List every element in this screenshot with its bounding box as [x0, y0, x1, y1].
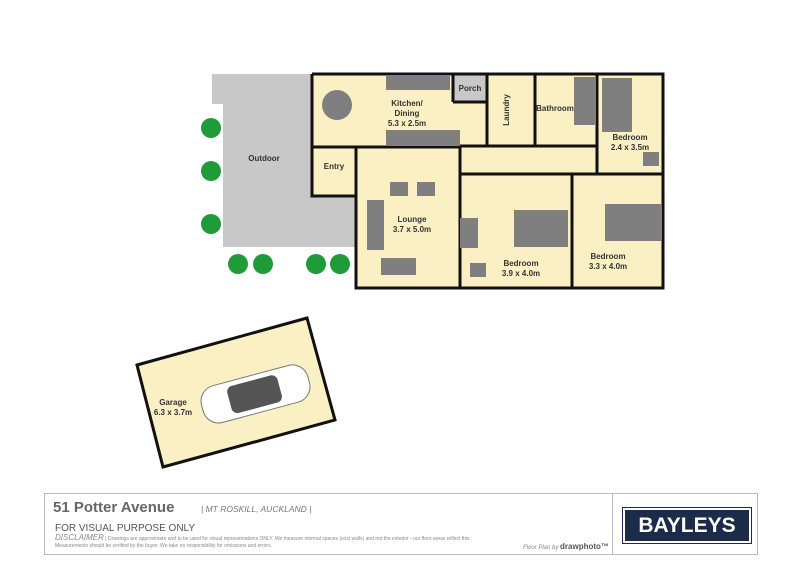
tree-icon: [306, 254, 326, 274]
kitchen-island: [386, 130, 460, 145]
credit-prefix: Floor Plan by: [523, 545, 559, 551]
label-bedroom3-size: 3.3 x 4.0m: [589, 262, 627, 271]
car-icon: [200, 364, 311, 424]
label-bedroom2-size: 3.9 x 4.0m: [502, 269, 540, 278]
sofa: [367, 200, 384, 250]
label-kitchen-2: Dining: [395, 109, 420, 118]
tree-icon: [330, 254, 350, 274]
notice: FOR VISUAL PURPOSE ONLY: [55, 523, 196, 534]
disclaimer-text: | Drawings are approximate and to be use…: [55, 536, 471, 549]
footer-panel: 51 Potter Avenue | MT ROSKILL, AUCKLAND …: [44, 493, 758, 555]
credit-brand: drawphoto™: [560, 542, 609, 551]
label-laundry: Laundry: [502, 94, 511, 126]
hallway: [460, 146, 597, 174]
tree-icon: [201, 214, 221, 234]
fireplace: [460, 218, 478, 248]
bayleys-logo: BAYLEYS: [622, 507, 752, 544]
walls: [310, 72, 665, 290]
trees: [201, 118, 350, 274]
laundry-room: [487, 74, 535, 146]
tree-icon: [201, 161, 221, 181]
bathtub: [574, 77, 595, 125]
label-porch: Porch: [459, 84, 482, 93]
outdoor-strip: [212, 74, 224, 104]
armchair: [643, 152, 659, 166]
armchair: [470, 263, 486, 277]
entry-room: [312, 147, 356, 196]
label-garage-size: 6.3 x 3.7m: [154, 408, 192, 417]
dining-table: [322, 90, 352, 120]
disclaimer-title: DISCLAIMER: [55, 533, 104, 542]
logo-box: BAYLEYS: [612, 494, 758, 554]
armchair: [417, 182, 435, 196]
label-outdoor: Outdoor: [248, 154, 280, 163]
tree-icon: [228, 254, 248, 274]
label-lounge: Lounge: [398, 215, 427, 224]
label-lounge-size: 3.7 x 5.0m: [393, 225, 431, 234]
label-garage: Garage: [159, 398, 187, 407]
armchair: [390, 182, 408, 196]
bed-double: [605, 204, 661, 241]
tree-icon: [201, 118, 221, 138]
disclaimer: DISCLAIMER | Drawings are approximate an…: [55, 534, 475, 550]
label-bedroom1-size: 2.4 x 3.5m: [611, 143, 649, 152]
kitchen-counter: [386, 76, 450, 90]
label-kitchen-size: 5.3 x 2.5m: [388, 119, 426, 128]
porch-room: [453, 74, 487, 102]
label-bedroom3: Bedroom: [590, 252, 625, 261]
address: 51 Potter Avenue: [53, 499, 175, 516]
bed-single: [602, 78, 632, 132]
label-entry: Entry: [324, 162, 345, 171]
sofa: [381, 258, 416, 275]
label-bathroom: Bathroom: [536, 104, 574, 113]
bed-double: [514, 210, 568, 247]
suburb: | MT ROSKILL, AUCKLAND |: [201, 504, 312, 514]
tree-icon: [253, 254, 273, 274]
label-bedroom1: Bedroom: [612, 133, 647, 142]
credit: Floor Plan by drawphoto™: [523, 542, 609, 551]
label-kitchen: Kitchen/: [391, 99, 423, 108]
label-bedroom2: Bedroom: [503, 259, 538, 268]
